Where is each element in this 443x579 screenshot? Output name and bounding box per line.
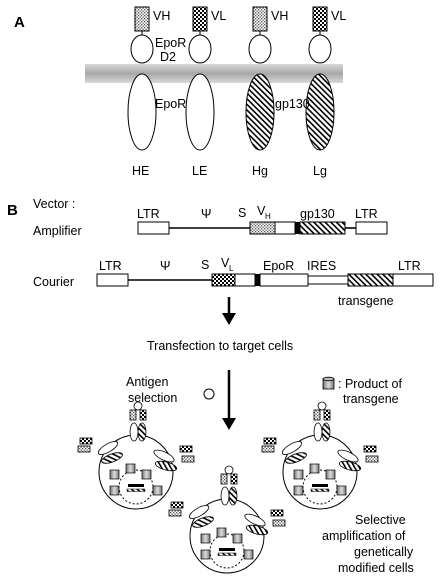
epor-label-top: EpoR — [155, 36, 186, 50]
panel-b-letter: B — [7, 202, 18, 219]
selection-label: selection — [128, 391, 177, 405]
cou-v-sub: L — [229, 264, 234, 273]
selective-line-4: modified cells — [338, 561, 414, 575]
epor-label-bottom: EpoR — [155, 97, 186, 111]
selective-line-1: Selective — [355, 513, 406, 527]
he-label: HE — [132, 164, 149, 178]
amplifier-label: Amplifier — [33, 224, 82, 238]
amp-v: V — [257, 204, 266, 218]
lg-d2-domain — [308, 34, 332, 64]
amp-ltr-left: LTR — [137, 207, 160, 221]
cou-epor: EpoR — [263, 259, 294, 273]
epor-domain — [127, 73, 157, 151]
hg-label: Hg — [252, 164, 268, 178]
amp-v-sub: H — [265, 212, 271, 221]
amplifier-construct — [137, 221, 388, 235]
modified-cell-left — [77, 401, 195, 510]
hg-domain-label: VH — [271, 9, 288, 23]
courier-label: Courier — [33, 275, 74, 289]
courier-construct — [96, 273, 434, 287]
amp-s: S — [238, 206, 246, 220]
modified-cell-right — [261, 401, 379, 510]
cou-v: V — [221, 256, 230, 270]
receptor-lg — [305, 6, 335, 151]
cou-ltr-right: LTR — [398, 259, 421, 273]
product-legend-icon — [322, 376, 335, 390]
vl-domain — [192, 6, 208, 32]
cou-ires: IRES — [307, 259, 336, 273]
transfection-label: Transfection to target cells — [147, 339, 293, 353]
le-label: LE — [192, 164, 207, 178]
he-domain-label: VH — [153, 9, 170, 23]
le-d2-domain — [188, 34, 212, 64]
d2-label: D2 — [160, 50, 176, 64]
receptor-hg — [245, 6, 275, 151]
receptor-le — [185, 6, 215, 151]
le-epor-domain — [185, 73, 215, 151]
selective-line-3: genetically — [354, 545, 414, 559]
transgene-label: transgene — [338, 294, 394, 308]
antigen-label: Antigen — [126, 375, 168, 389]
lg-gp130-domain — [305, 73, 335, 151]
lg-vl-domain — [312, 6, 328, 32]
gp130-label: gp130 — [275, 97, 310, 111]
lg-label: Lg — [313, 164, 327, 178]
cou-s: S — [201, 258, 209, 272]
amp-psi: Ψ — [201, 207, 211, 221]
arrow-down-1 — [222, 297, 236, 325]
antigen-icon — [203, 388, 215, 400]
product-label: : Product of — [338, 377, 402, 391]
vector-title: Vector : — [33, 197, 75, 211]
epor-d2-domain — [130, 34, 154, 64]
hg-vh-domain — [252, 6, 268, 32]
vh-domain — [134, 6, 150, 32]
selective-line-2: amplification of — [322, 529, 406, 543]
gp130-domain — [245, 73, 275, 151]
arrow-down-2 — [222, 370, 236, 430]
le-domain-label: VL — [211, 9, 226, 23]
lg-domain-label: VL — [331, 9, 346, 23]
transgene-legend: transgene — [343, 392, 399, 406]
cell-membrane — [85, 64, 343, 83]
cou-ltr-left: LTR — [99, 259, 122, 273]
amp-ltr-right: LTR — [355, 207, 378, 221]
cou-psi: Ψ — [160, 259, 170, 273]
panel-a-letter: A — [14, 14, 25, 31]
amp-gp130: gp130 — [300, 207, 335, 221]
hg-d2-domain — [248, 34, 272, 64]
modified-cell-bottom — [168, 465, 286, 574]
receptor-he — [127, 6, 157, 151]
